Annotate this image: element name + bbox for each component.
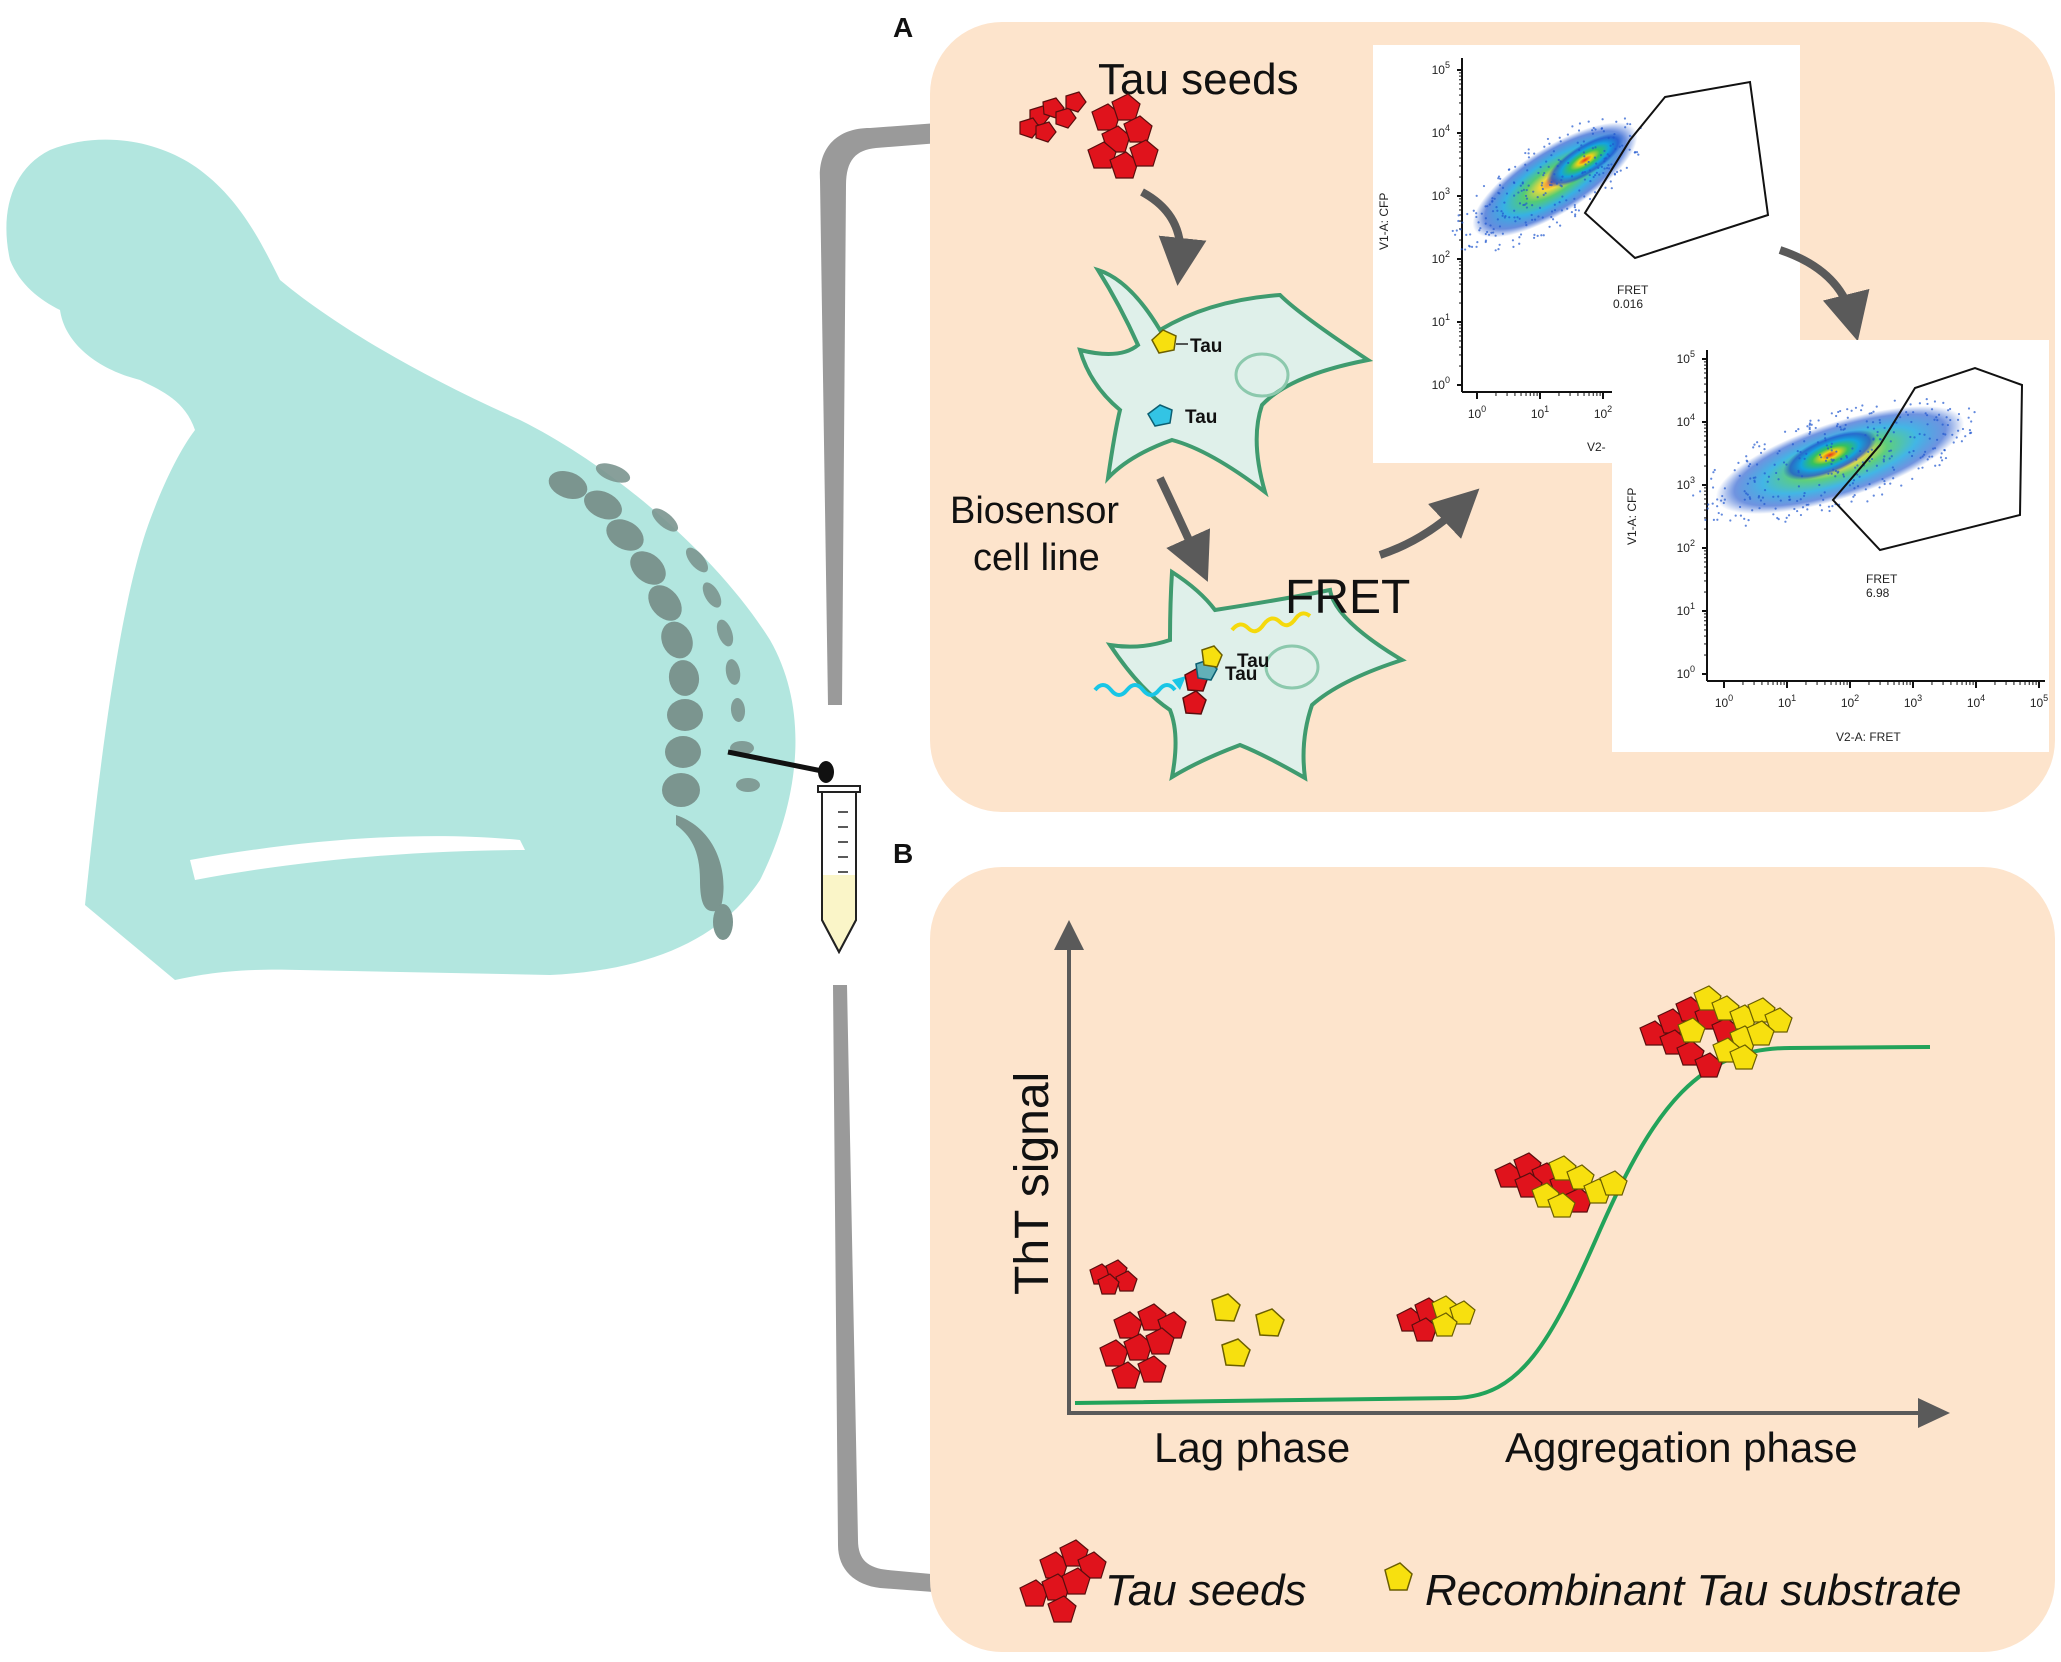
biosensor-label-line1: Biosensor <box>950 490 1119 532</box>
tau-seed-cluster-large <box>1087 93 1159 179</box>
arrow-to-panel-a <box>819 100 1030 705</box>
flow-plot-2-y-axis-label: V1-A: CFP <box>1625 488 1639 545</box>
lag-seeds-large <box>1099 1303 1187 1389</box>
lag-substrate-monomers <box>1211 1293 1285 1367</box>
yellow-emission-wave <box>1230 611 1312 634</box>
patient-leg-gap <box>190 836 525 880</box>
lag-seeds-small <box>1089 1259 1138 1295</box>
seed-red-pentagon-b <box>1182 690 1207 715</box>
panel-a: A Tau seeds Tau Tau <box>893 12 2055 812</box>
panel-b: B ThT signal Lag phase Aggregation phase <box>893 838 2055 1652</box>
cell-1-tau-label-2: Tau <box>1185 407 1217 428</box>
panel-b-letter: B <box>893 838 913 869</box>
tau-seeds-title: Tau seeds <box>1098 55 1299 104</box>
flow-plot-2-fret-gate <box>1831 366 2024 552</box>
cell-2-nucleus <box>1264 644 1320 690</box>
cell-1-nucleus <box>1234 352 1290 398</box>
flow-plot-2-gate-value: 6.98 <box>1866 586 1890 600</box>
early-aggregate <box>1396 1295 1476 1342</box>
panel-b-background <box>930 867 2055 1652</box>
legend-substrate-label: Recombinant Tau substrate <box>1425 1566 1961 1615</box>
cell-2-tau-label-1: Tau <box>1237 651 1269 672</box>
panel-a-letter: A <box>893 12 913 43</box>
patient-body <box>6 139 796 980</box>
patient-silhouette <box>6 139 796 980</box>
arrow-to-panel-b <box>833 985 1032 1612</box>
arrow-cell1-to-cell2 <box>1156 476 1211 582</box>
tau-yellow-bound <box>1201 645 1223 668</box>
arrow-flow1-to-flow2 <box>1778 246 1870 342</box>
legend-seeds-icon <box>1019 1539 1107 1623</box>
arrow-cell2-to-flow <box>1378 488 1480 559</box>
legend-seeds-label: Tau seeds <box>1105 1566 1306 1615</box>
biosensor-label-line2: cell line <box>973 537 1100 579</box>
lumbar-needle <box>727 749 833 776</box>
flow-plot-2-scatter-cloud <box>1692 398 1976 527</box>
tau-yellow-pentagon <box>1151 329 1177 354</box>
flow-plot-1-gate-value: 0.016 <box>1613 297 1643 311</box>
aggregation-phase-label: Aggregation phase <box>1505 1424 1858 1471</box>
needle-hub <box>818 761 834 783</box>
spine <box>548 463 760 940</box>
x-axis-arrowhead <box>1918 1398 1950 1428</box>
biosensor-cell-1: Tau Tau <box>1077 266 1374 498</box>
flow-plot-2-gate-label: FRET <box>1866 572 1898 586</box>
flow-plot-1-y-axis-label: V1-A: CFP <box>1377 193 1391 250</box>
biosensor-cell-2: Tau Tau <box>1093 568 1407 782</box>
lag-phase-label: Lag phase <box>1154 1424 1350 1471</box>
cell-1-tau-label-1: Tau <box>1190 336 1222 357</box>
late-aggregate <box>1639 985 1793 1078</box>
flow-plot-1-scatter-cloud <box>1451 117 1642 252</box>
tht-signal-label: ThT signal <box>1006 1072 1059 1295</box>
legend-substrate-icon <box>1384 1562 1413 1591</box>
tau-cyan-pentagon <box>1147 404 1173 427</box>
cyan-wave-head <box>1172 676 1186 690</box>
tau-seed-cluster-small <box>1019 91 1087 143</box>
flow-plot-1-fret-gate <box>1583 80 1770 260</box>
patient-arm <box>200 590 575 878</box>
cyan-excitation-wave <box>1093 683 1177 697</box>
flow-plot-1-gate-label: FRET <box>1617 283 1649 297</box>
mid-aggregate <box>1494 1152 1628 1218</box>
y-axis-arrowhead <box>1054 920 1084 950</box>
csf-tube <box>817 785 861 955</box>
arrow-seeds-to-cell <box>1140 188 1207 286</box>
flow-plot-1-x-axis-label: V2- <box>1587 440 1606 454</box>
cell-2-tau-label-2: Tau <box>1225 664 1257 685</box>
flow-plot-2-x-axis-label: V2-A: FRET <box>1836 730 1901 744</box>
fret-label: FRET <box>1285 571 1410 624</box>
